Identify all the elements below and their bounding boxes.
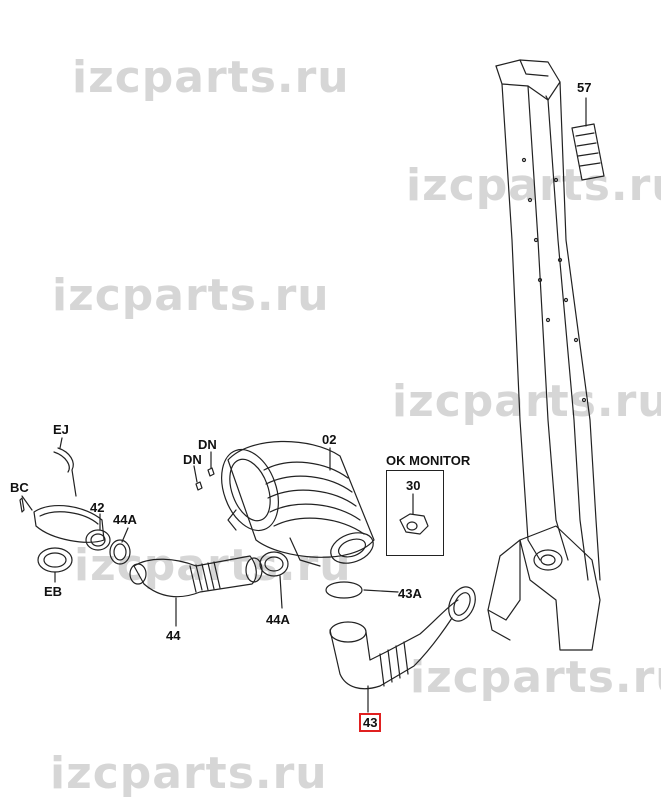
label-44[interactable]: 44 xyxy=(166,628,181,643)
label-44a-left[interactable]: 44A xyxy=(113,512,137,527)
label-02[interactable]: 02 xyxy=(322,432,337,447)
clamp-44a-right xyxy=(259,551,289,609)
bolts-dn xyxy=(193,451,215,491)
nut-30 xyxy=(399,493,429,535)
bracket-ej xyxy=(53,437,77,497)
label-dn-top[interactable]: DN xyxy=(198,437,217,452)
label-bc[interactable]: BC xyxy=(10,480,29,495)
label-30[interactable]: 30 xyxy=(406,478,421,493)
hose-43 xyxy=(325,581,476,713)
upright-frame xyxy=(495,59,601,581)
parts-diagram xyxy=(19,59,605,713)
clamp-44a-left xyxy=(109,539,131,565)
label-ok-monitor: OK MONITOR xyxy=(386,453,471,468)
hose-44 xyxy=(129,555,263,627)
grille-57 xyxy=(571,97,605,181)
leader-lines xyxy=(99,447,331,543)
label-42[interactable]: 42 xyxy=(90,500,105,515)
label-ej[interactable]: EJ xyxy=(53,422,69,437)
air-cleaner-02 xyxy=(221,440,375,567)
label-57[interactable]: 57 xyxy=(577,80,592,95)
ok-monitor-box xyxy=(386,470,444,556)
label-dn-left[interactable]: DN xyxy=(183,452,202,467)
label-43a[interactable]: 43A xyxy=(398,586,422,601)
label-44a-right[interactable]: 44A xyxy=(266,612,290,627)
label-43-selected[interactable]: 43 xyxy=(358,713,382,732)
label-eb[interactable]: EB xyxy=(44,584,63,599)
seal-ring-eb xyxy=(37,547,73,583)
inlet-housing xyxy=(19,495,111,551)
lower-frame xyxy=(487,525,601,651)
